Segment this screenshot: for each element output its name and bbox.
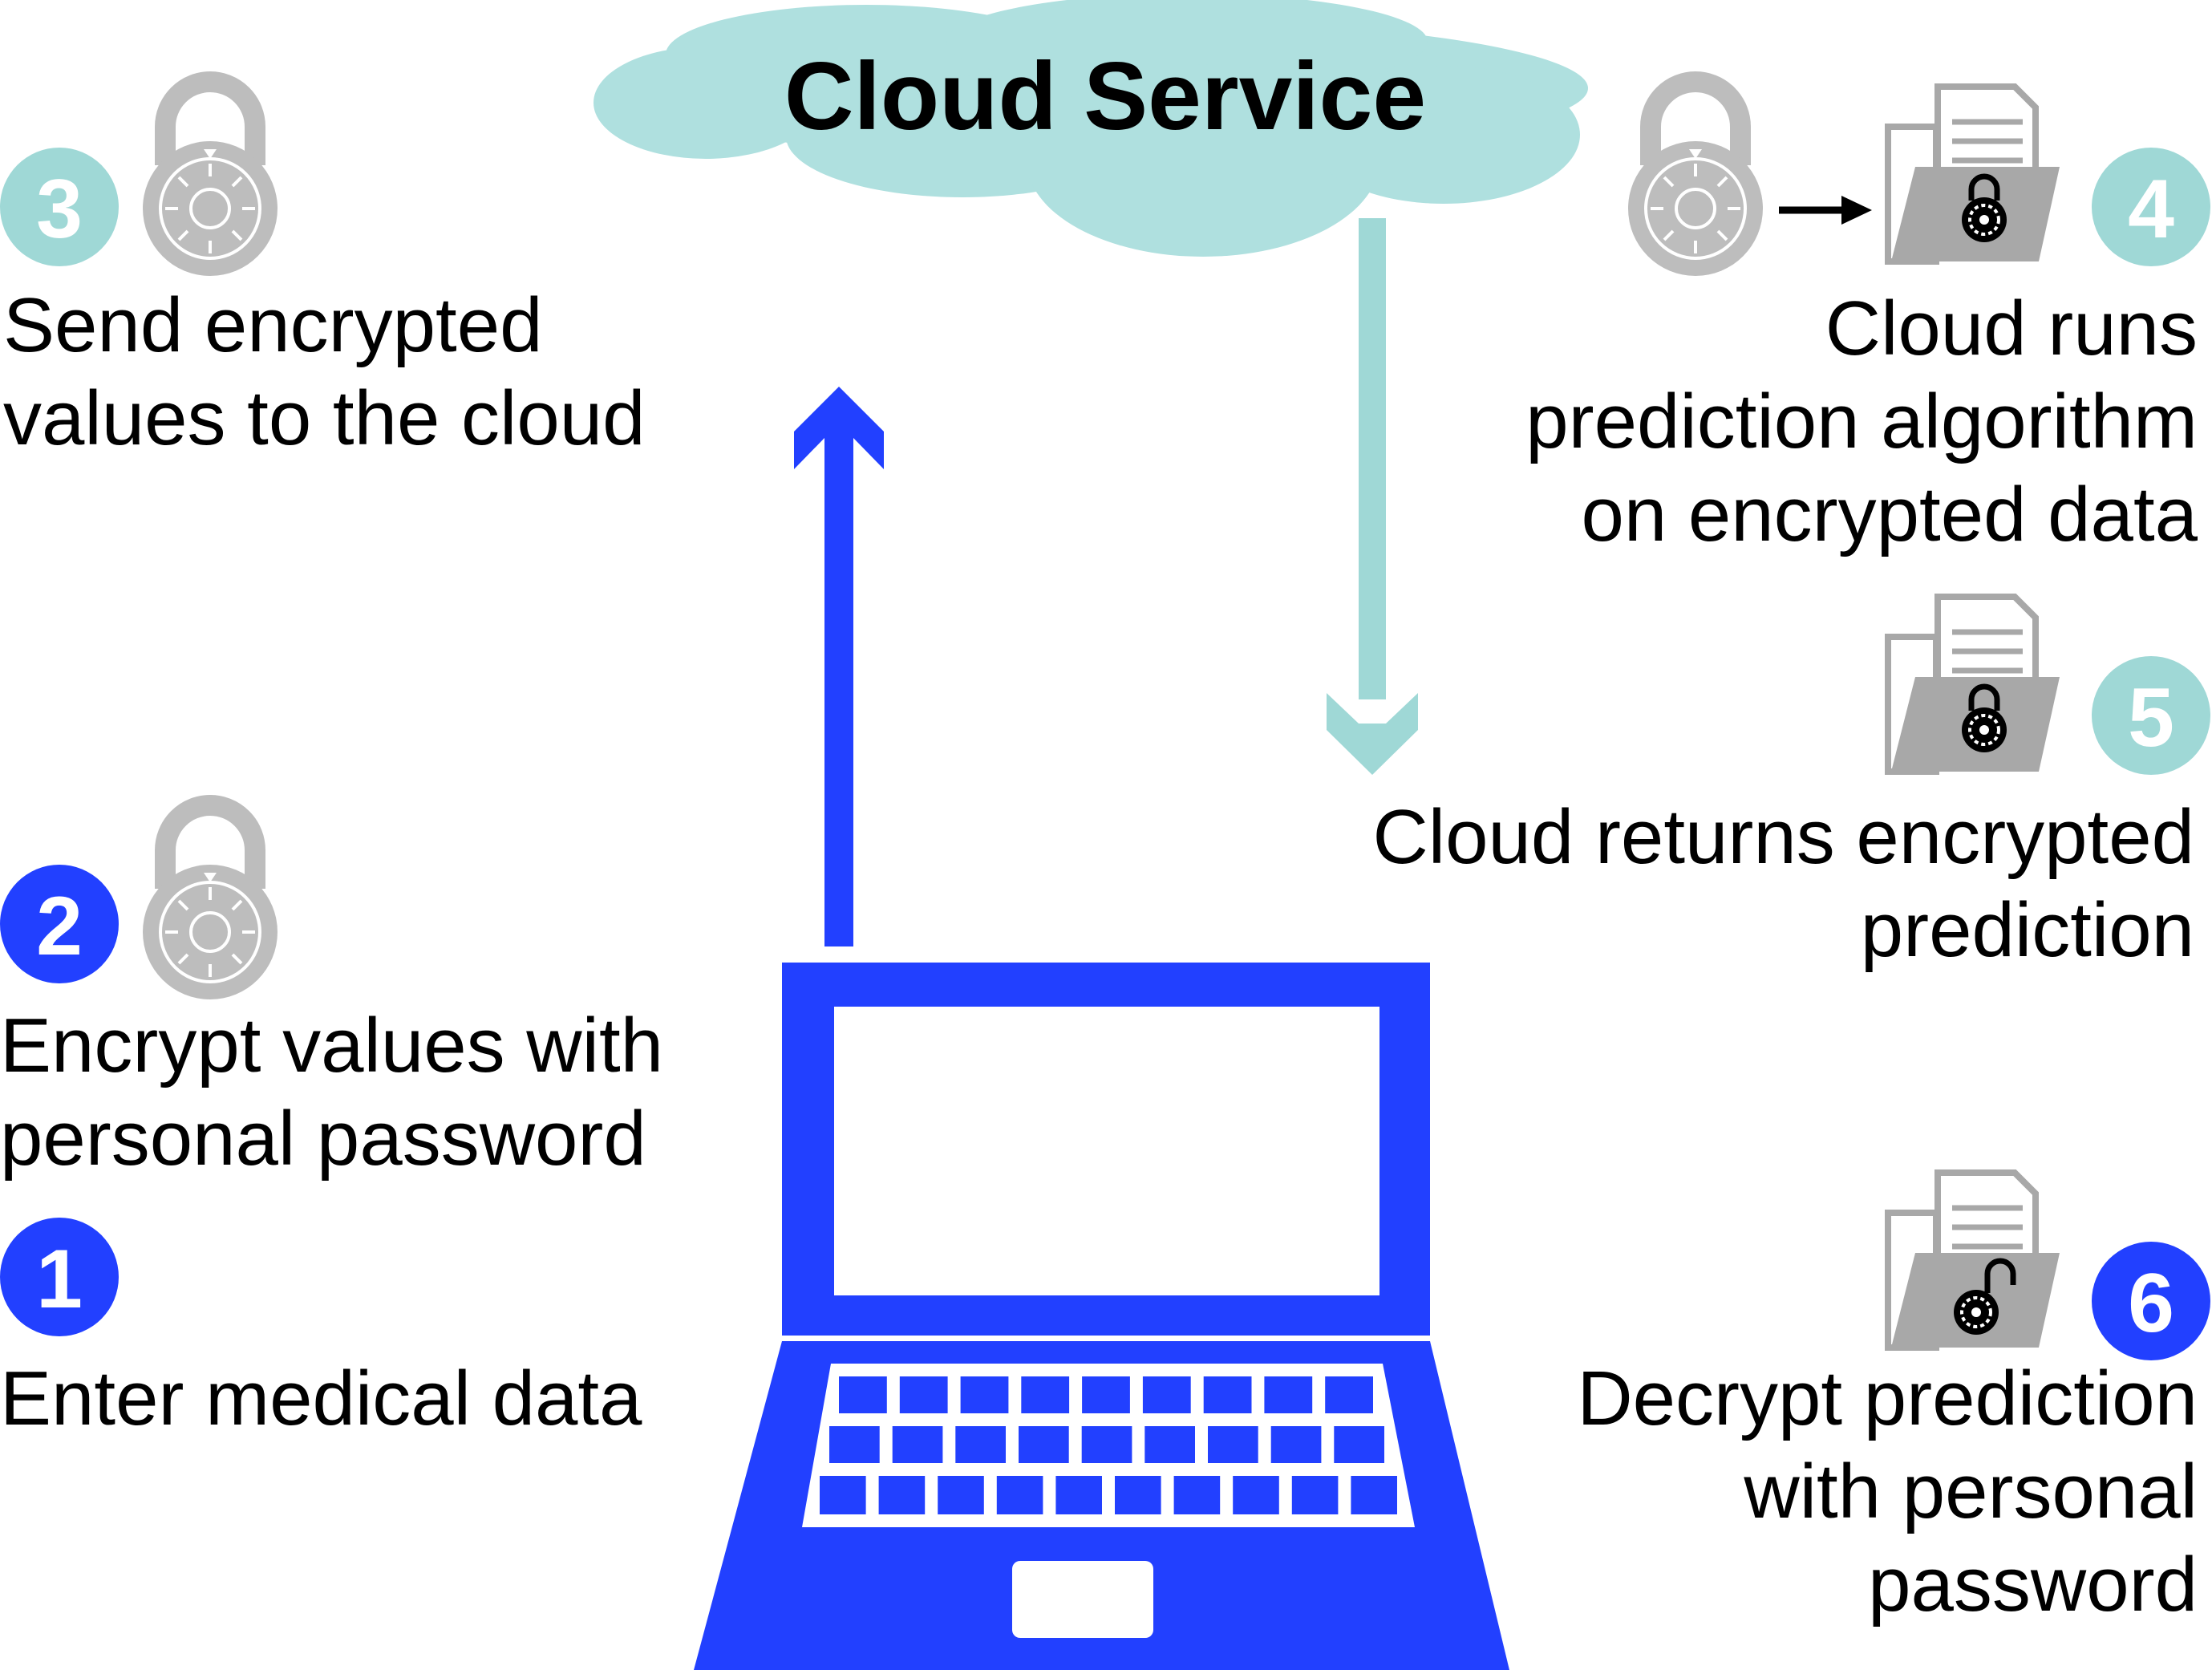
step-2-caption: Encrypt values with personal password [0,999,663,1186]
step-3-caption-line: values to the cloud [3,375,646,461]
step-2-caption-line: personal password [0,1096,646,1182]
step-6-caption-line: Decrypt prediction [1577,1356,2198,1441]
step-4-encrypted-folder-icon [1888,87,2060,261]
step-4-padlock-icon [1628,82,1763,276]
step-6-decrypted-folder-icon [1888,1173,2060,1348]
step-4-badge: 4 [2092,148,2210,266]
step-3-caption-line: Send encrypted [3,282,543,368]
keyboard-key [938,1476,984,1514]
step-4-caption-line: on encrypted data [1581,472,2198,557]
keyboard-key [1173,1476,1221,1514]
keyboard-key [1351,1476,1397,1514]
keyboard-key [1115,1476,1161,1514]
keyboard-key [996,1476,1043,1514]
keyboard-key [899,1376,948,1413]
keyboard-key [1021,1376,1070,1413]
keyboard-key [1208,1426,1258,1463]
keyboard-key [878,1476,926,1514]
step-6-caption: Decrypt prediction with personal passwor… [1577,1352,2198,1631]
step-3-padlock-icon [143,82,278,276]
step-2-badge: 2 [0,865,119,983]
keyboard-key [1081,1426,1132,1463]
step-6-caption-line: password [1868,1542,2198,1627]
step-1-caption: Enter medical data [0,1352,642,1445]
keyboard-key [1203,1376,1252,1413]
keyboard-key [1264,1376,1313,1413]
keyboard-key [1334,1426,1384,1463]
keyboard-key [1142,1376,1191,1413]
keyboard-key [829,1426,880,1463]
cloud-service-title: Cloud Service [784,43,1427,150]
svg-text:1: 1 [36,1233,83,1326]
step-6-badge: 6 [2092,1242,2210,1360]
step-5-caption-line: prediction [1860,887,2194,973]
step-4-caption: Cloud runs prediction algorithm on encry… [1525,282,2198,561]
step-1-caption-line: Enter medical data [0,1356,642,1441]
step-5-caption-line: Cloud returns encrypted [1372,794,2194,880]
step-5-encrypted-folder-icon [1888,597,2060,772]
step-2-padlock-icon [143,805,278,999]
step-1-badge: 1 [0,1218,119,1336]
keyboard-key [1019,1426,1069,1463]
keyboard-key [1291,1476,1339,1514]
step-5-badge: 5 [2092,656,2210,775]
keyboard-key [1055,1476,1102,1514]
keyboard-key [839,1376,887,1413]
keyboard-key [892,1426,943,1463]
cloud-icon [594,0,1588,257]
svg-text:4: 4 [2128,163,2174,256]
keyboard-key [960,1376,1009,1413]
step-3-caption: Send encrypted values to the cloud [3,279,646,465]
svg-text:5: 5 [2128,671,2174,764]
keyboard-key [1233,1476,1279,1514]
keyboard-key [1325,1376,1373,1413]
upload-arrow [794,387,884,946]
step-4-caption-line: prediction algorithm [1525,379,2198,464]
svg-text:6: 6 [2128,1257,2174,1350]
step-4-caption-line: Cloud runs [1825,286,2198,371]
download-arrow [1327,218,1418,775]
laptop-icon [694,963,1509,1670]
step-5-caption: Cloud returns encrypted prediction [1372,791,2194,977]
step-6-caption-line: with personal [1744,1449,2198,1534]
keyboard-key [1144,1426,1195,1463]
arrow-right-icon [1779,196,1872,225]
step-2-caption-line: Encrypt values with [0,1003,664,1088]
keyboard-key [1270,1426,1322,1463]
svg-text:3: 3 [36,163,83,256]
step-3-badge: 3 [0,148,119,266]
keyboard-key [820,1476,866,1514]
keyboard-key [955,1426,1006,1463]
svg-text:2: 2 [36,880,83,973]
keyboard-key [1082,1376,1130,1413]
